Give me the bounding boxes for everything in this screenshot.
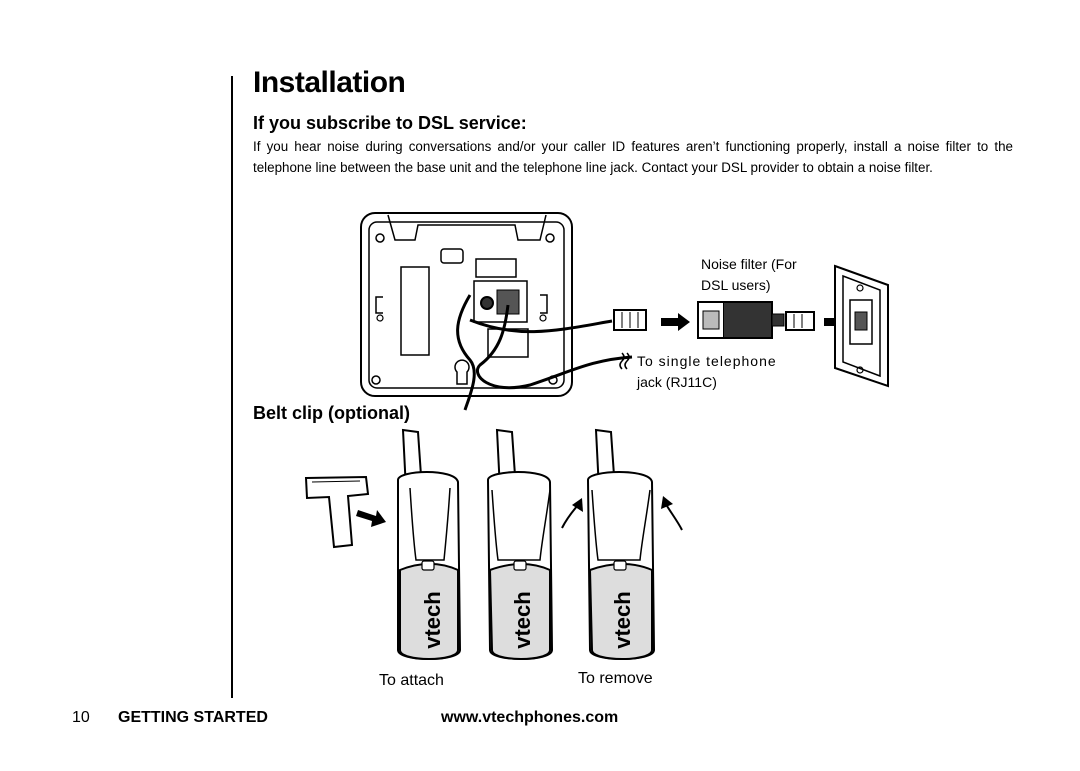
belt-clip-heading: Belt clip (optional) bbox=[253, 403, 410, 423]
cord-break-symbol bbox=[619, 352, 630, 370]
noise-filter-label-line1: Noise filter (For bbox=[701, 256, 797, 272]
base-unit-illustration bbox=[360, 212, 633, 411]
jack-label-line1: To single telephone bbox=[637, 353, 777, 369]
page-number: 10 bbox=[72, 709, 90, 726]
margin-rule bbox=[231, 76, 233, 698]
dsl-heading: If you subscribe to DSL service: bbox=[253, 113, 527, 133]
website-url: www.vtechphones.com bbox=[441, 709, 619, 726]
remove-arrow-1 bbox=[561, 504, 579, 529]
handset-remove-2 bbox=[586, 428, 656, 660]
attach-caption: To attach bbox=[379, 672, 444, 689]
jack-label-line2: jack (RJ11C) bbox=[637, 374, 717, 390]
dsl-body-text: If you hear noise during conversations a… bbox=[253, 139, 1013, 175]
handset-attach bbox=[397, 428, 462, 660]
section-title: GETTING STARTED bbox=[118, 709, 268, 726]
remove-caption: To remove bbox=[578, 670, 653, 687]
remove-arrow-2 bbox=[666, 505, 683, 531]
wall-jack-illustration bbox=[834, 264, 889, 388]
handset-remove-1 bbox=[486, 428, 554, 660]
page-title: Installation bbox=[253, 66, 406, 99]
plug-into-filter bbox=[613, 309, 690, 331]
attach-arrow bbox=[356, 510, 386, 527]
loose-belt-clip bbox=[304, 475, 370, 549]
brand-logo-3: vtech bbox=[610, 591, 635, 648]
brand-logo-2: vtech bbox=[510, 591, 535, 648]
noise-filter-label-line2: DSL users) bbox=[701, 277, 771, 293]
brand-logo-1: vtech bbox=[420, 591, 445, 648]
noise-filter-illustration bbox=[697, 301, 785, 339]
